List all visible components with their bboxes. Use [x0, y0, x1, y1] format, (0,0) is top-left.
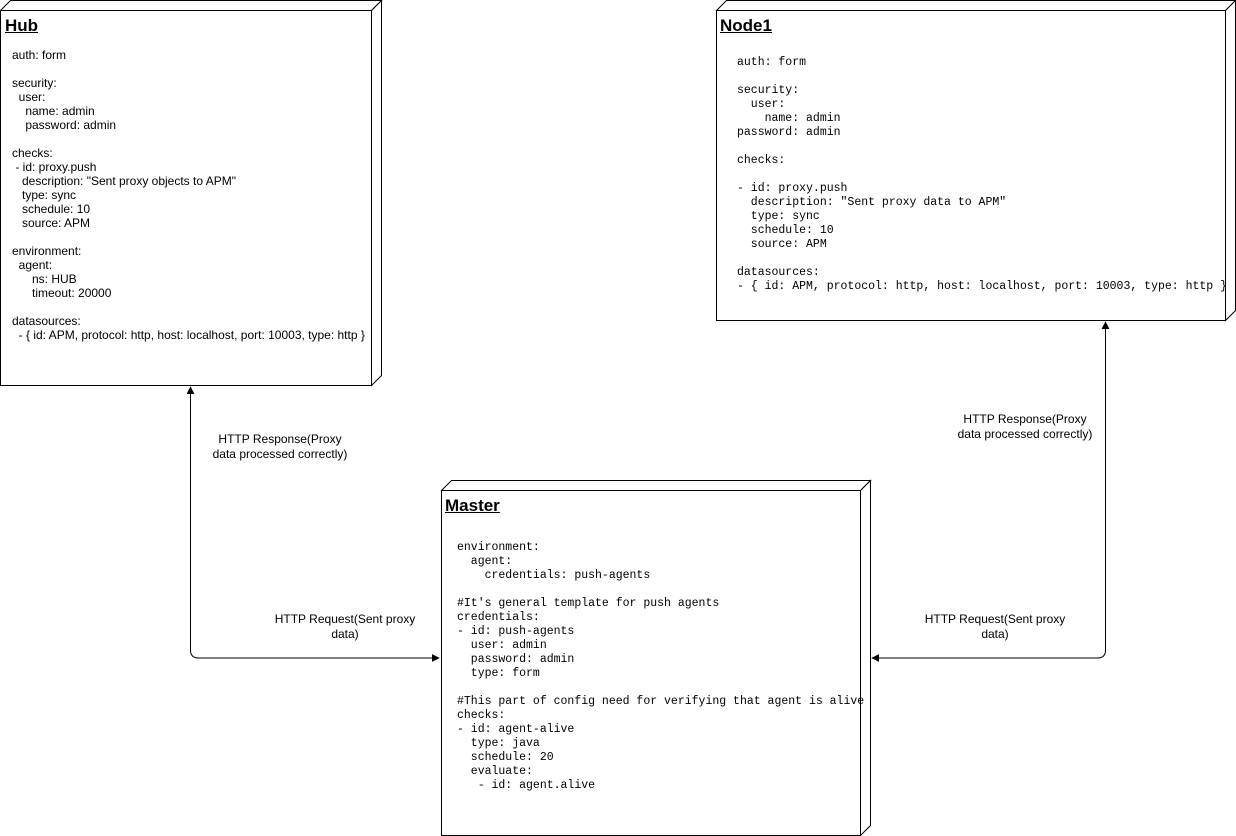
hub-response-label: HTTP Response(Proxy data processed corre… — [205, 432, 355, 462]
node1-config-text: auth: form security: user: name: admin p… — [737, 56, 1227, 293]
node1-title: Node1 — [720, 16, 772, 35]
edge-hub-to-master[interactable] — [186, 386, 440, 662]
master-title: Master — [445, 496, 500, 515]
node1-request-label: HTTP Request(Sent proxy data) — [920, 612, 1070, 642]
hub-config-text: auth: form security: user: name: admin p… — [12, 48, 365, 342]
hub-request-label: HTTP Request(Sent proxy data) — [270, 612, 420, 642]
node1-node-box[interactable] — [715, 0, 1236, 322]
hub-node-box[interactable] — [0, 0, 383, 387]
master-config-text: environment: agent: credentials: push-ag… — [457, 541, 865, 792]
edge-node1-to-master[interactable] — [871, 321, 1110, 662]
node1-response-label: HTTP Response(Proxy data processed corre… — [950, 412, 1100, 442]
hub-title: Hub — [5, 16, 39, 35]
master-node-box[interactable] — [440, 479, 872, 836]
